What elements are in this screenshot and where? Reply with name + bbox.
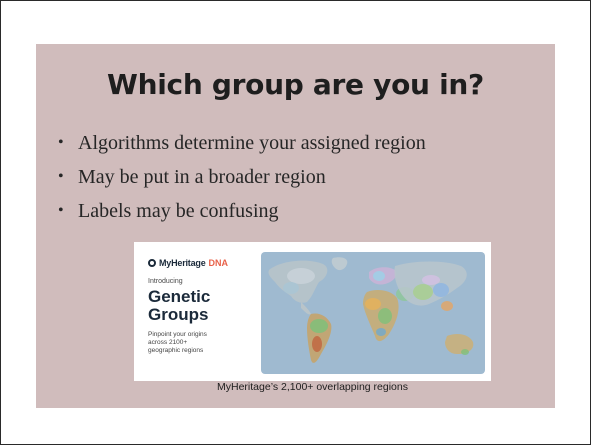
region-blob [413, 284, 433, 300]
introducing-label: Introducing [148, 278, 183, 285]
bullet-item: • Labels may be confusing [58, 198, 426, 232]
landmass-greenland [331, 257, 348, 271]
bullet-text: Labels may be confusing [78, 200, 279, 222]
region-blob [378, 308, 392, 324]
genetic-groups-heading: Genetic Groups [148, 288, 258, 324]
brand-row: MyHeritage DNA [148, 256, 258, 270]
region-blob [373, 271, 385, 281]
world-map [261, 252, 485, 374]
landmass-australia [445, 334, 474, 354]
heading-line: Genetic [148, 287, 211, 306]
brand-name: MyHeritage [159, 258, 206, 268]
region-blob [283, 282, 299, 294]
heading-line: Groups [148, 305, 209, 324]
region-blob [433, 283, 449, 297]
region-blob [422, 275, 440, 285]
myheritage-logo-icon [148, 259, 156, 267]
region-blob [310, 319, 328, 333]
landmass-central-america [301, 302, 311, 315]
region-blob [287, 268, 315, 284]
bullet-marker: • [58, 202, 64, 219]
content-panel: Which group are you in? • Algorithms det… [36, 44, 555, 408]
region-blob [441, 301, 453, 311]
bullet-marker: • [58, 168, 64, 185]
bullet-text: May be put in a broader region [78, 166, 326, 188]
region-blob [376, 328, 386, 336]
genetic-groups-image: MyHeritage DNA Introducing Genetic Group… [134, 242, 491, 381]
region-blob [365, 298, 381, 310]
region-blob [461, 349, 469, 355]
slide-title: Which group are you in? [107, 68, 484, 101]
bullet-list: • Algorithms determine your assigned reg… [58, 130, 426, 232]
image-caption: MyHeritage’s 2,100+ overlapping regions [217, 381, 408, 393]
brand-dna: DNA [208, 258, 229, 268]
promo-block: MyHeritage DNA Introducing Genetic Group… [148, 256, 258, 355]
promo-text: Pinpoint your origins across 2100+ geogr… [148, 331, 207, 354]
region-blob [312, 336, 322, 352]
bullet-text: Algorithms determine your assigned regio… [78, 132, 426, 154]
bullet-item: • Algorithms determine your assigned reg… [58, 130, 426, 164]
bullet-item: • May be put in a broader region [58, 164, 426, 198]
bullet-marker: • [58, 134, 64, 151]
